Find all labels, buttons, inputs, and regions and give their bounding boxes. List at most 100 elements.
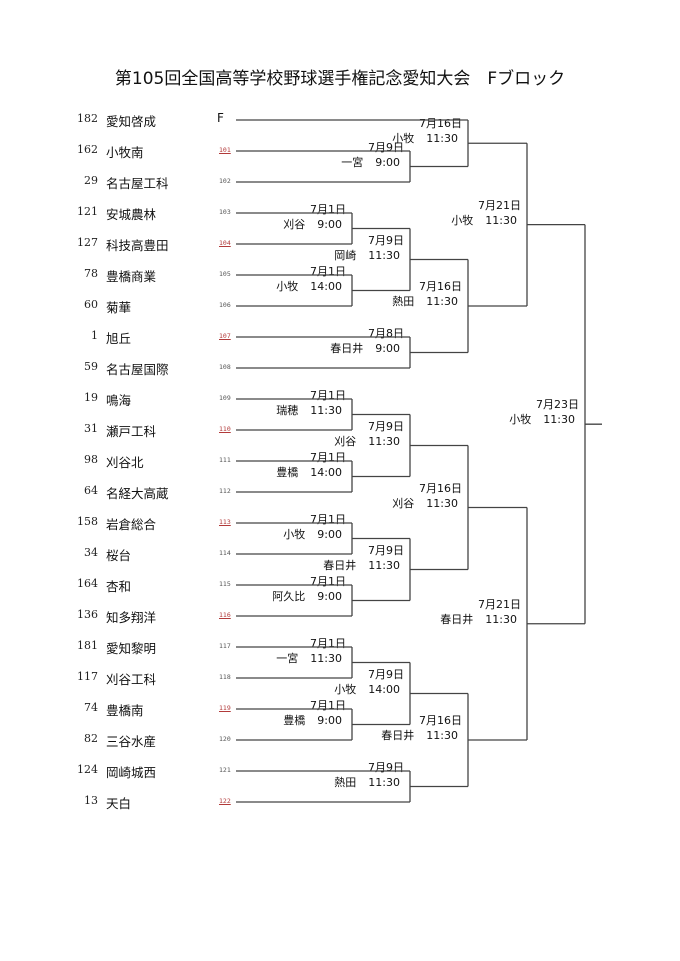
match-date: 7月9日: [368, 140, 404, 154]
match-date: 7月1日: [310, 264, 346, 278]
game-number: 114: [219, 549, 231, 557]
game-number: 119: [219, 704, 231, 712]
match-info: 春日井 11:30: [323, 557, 400, 573]
team-seed: 1: [91, 329, 98, 342]
match-date: 7月23日: [536, 398, 579, 412]
team-name: 豊橋商業: [106, 269, 157, 284]
match-venue: 一宮: [341, 155, 364, 169]
team-seed: 19: [84, 391, 98, 404]
match-date: 7月21日: [478, 597, 521, 611]
match-venue: 刈谷: [334, 434, 357, 448]
game-number: 103: [219, 208, 231, 216]
match-info: 小牧 9:00: [283, 526, 342, 542]
match-time: 11:30: [426, 295, 458, 308]
team-name: 安城農林: [106, 207, 157, 222]
team-name: 瀬戸工科: [106, 424, 157, 439]
match-time: 11:30: [426, 729, 458, 742]
team-name: 小牧南: [106, 145, 144, 160]
team-seed: 82: [84, 732, 98, 745]
team-name: 天白: [106, 796, 132, 811]
match-date: 7月1日: [310, 450, 346, 464]
team-name: 旭丘: [106, 331, 132, 346]
team-name: 岩倉総合: [106, 517, 157, 532]
match-time: 11:30: [310, 403, 342, 417]
match-venue: 阿久比: [272, 589, 306, 603]
game-number: 108: [219, 363, 231, 371]
team-name: 岡崎城西: [106, 765, 157, 780]
team-name: 桜台: [106, 548, 132, 563]
match-time: 14:00: [310, 279, 342, 293]
team-name: 愛知啓成: [106, 114, 157, 129]
game-number: 122: [219, 797, 231, 805]
game-number: 104: [219, 239, 231, 247]
team-seed: 164: [77, 577, 98, 590]
match-info: 刈谷 11:30: [334, 433, 400, 449]
team-name: 刈谷工科: [106, 672, 157, 687]
match-venue: 豊橋: [276, 465, 299, 479]
match-info: 刈谷 11:30: [392, 495, 458, 511]
match-date: 7月9日: [368, 419, 404, 433]
team-name: 名古屋国際: [106, 362, 169, 377]
match-venue: 小牧: [283, 527, 306, 541]
match-date: 7月1日: [310, 636, 346, 650]
game-number: 110: [219, 425, 231, 433]
team-seed: 29: [84, 174, 98, 187]
match-venue: 刈谷: [283, 217, 306, 231]
game-number: 109: [219, 394, 231, 402]
match-time: 14:00: [310, 465, 342, 479]
match-time: 14:00: [368, 682, 400, 696]
team-seed: 64: [84, 484, 98, 497]
match-info: 豊橋 9:00: [283, 712, 342, 728]
match-date: 7月9日: [368, 233, 404, 247]
match-venue: 春日井: [323, 558, 357, 572]
team-seed: 158: [77, 515, 98, 528]
match-venue: 春日井: [330, 341, 364, 355]
game-number: 117: [219, 642, 231, 650]
team-seed: 98: [84, 453, 98, 466]
game-number: 113: [219, 518, 231, 526]
match-venue: 小牧: [334, 682, 357, 696]
match-time: 11:30: [368, 434, 400, 448]
match-time: 9:00: [317, 713, 342, 727]
game-number: 107: [219, 332, 231, 340]
match-date: 7月9日: [368, 760, 404, 774]
match-date: 7月16日: [419, 280, 462, 293]
team-name: 刈谷北: [106, 455, 144, 470]
team-seed: 121: [77, 205, 98, 218]
page-title: 第105回全国高等学校野球選手権記念愛知大会 Fブロック: [114, 69, 566, 89]
match-time: 9:00: [317, 527, 342, 541]
team-name: 科技高豊田: [106, 238, 169, 253]
match-date: 7月16日: [419, 481, 462, 495]
game-number: 112: [219, 487, 231, 495]
match-venue: 豊橋: [283, 713, 306, 727]
match-date: 7月1日: [310, 574, 346, 588]
match-venue: 小牧: [451, 213, 474, 227]
match-date: 7月9日: [368, 667, 404, 681]
team-seed: 182: [77, 112, 98, 125]
match-time: 11:30: [543, 413, 575, 427]
game-number: 102: [219, 177, 231, 185]
match-date: 7月1日: [310, 202, 346, 216]
team-seed: 136: [77, 608, 98, 621]
team-name: 菊華: [106, 300, 132, 315]
team-seed: 162: [77, 143, 98, 156]
team-seed: 127: [77, 236, 98, 249]
match-time: 11:30: [485, 612, 517, 626]
team-name: 名古屋工科: [106, 176, 169, 191]
match-info: 小牧 14:00: [334, 681, 400, 697]
match-time: 11:30: [426, 496, 458, 510]
match-time: 11:30: [368, 558, 400, 572]
team-seed: 74: [84, 701, 98, 714]
match-time: 11:30: [368, 248, 400, 262]
team-seed: 59: [84, 360, 98, 373]
team-seed: 181: [77, 639, 98, 652]
match-venue: 小牧: [392, 132, 415, 146]
match-date: 7月1日: [310, 698, 346, 712]
match-venue: 刈谷: [392, 496, 415, 510]
